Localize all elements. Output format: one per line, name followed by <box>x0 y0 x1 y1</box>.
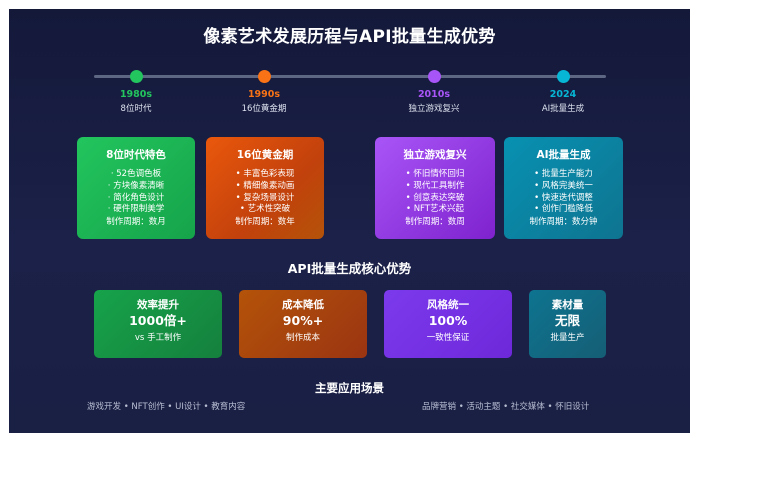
applications-right: 品牌营销 • 活动主题 • 社交媒体 • 怀旧设计 <box>422 402 590 412</box>
applications-title: 主要应用场景 <box>315 381 384 395</box>
era-card-item: • 快速迭代调整 <box>534 192 593 203</box>
era-card-title: 独立游戏复兴 <box>403 149 467 161</box>
advantages-title: API批量生成核心优势 <box>287 261 412 276</box>
era-card-item: • 创意表达突破 <box>405 192 465 203</box>
era-card-item: • 复杂场景设计 <box>235 192 295 203</box>
era-card-item: • 风格完美统一 <box>534 180 593 191</box>
timeline-year: 2010s <box>417 89 451 100</box>
advantage-value: 90%+ <box>282 313 324 328</box>
era-card-indie: 独立游戏复兴 • 怀旧情怀回归 • 现代工具制作 • 创意表达突破 • NFT艺… <box>375 137 495 239</box>
timeline-node-2024 <box>557 70 570 83</box>
advantage-note: 一致性保证 <box>426 333 470 343</box>
advantage-note: 批量生产 <box>550 333 585 343</box>
era-card-item: · 简化角色设计 <box>107 192 165 203</box>
era-card-item: • 创作门槛降低 <box>534 204 593 215</box>
advantage-title: 效率提升 <box>137 299 179 311</box>
timeline-era-name: 16位黄金期 <box>241 104 287 114</box>
era-card-item: • 精细像素动画 <box>235 180 295 191</box>
timeline-line <box>94 75 606 78</box>
era-card-8bit: 8位时代特色 · 52色调色板 · 方块像素清晰 · 简化角色设计 · 硬件限制… <box>77 137 195 239</box>
advantage-note: 制作成本 <box>285 333 320 343</box>
timeline-node-2010s <box>428 70 441 83</box>
timeline-year: 1980s <box>119 89 153 100</box>
era-card-period: 制作周期：数月 <box>106 217 166 228</box>
era-card-item: • 怀旧情怀回归 <box>405 169 465 179</box>
era-card-item: • 艺术性突破 <box>239 204 291 215</box>
era-card-item: · 硬件限制美学 <box>107 204 165 215</box>
applications-left: 游戏开发 • NFT创作 • UI设计 • 教育内容 <box>87 402 246 412</box>
timeline-era-name: 8位时代 <box>120 104 152 114</box>
advantage-card-volume: 素材量 无限 批量生产 <box>529 290 606 358</box>
advantage-title: 风格统一 <box>427 299 469 311</box>
advantage-card-style: 风格统一 100% 一致性保证 <box>384 290 512 358</box>
advantage-value: 100% <box>428 313 468 328</box>
era-card-period: 制作周期：数年 <box>235 217 295 228</box>
era-card-item: • NFT艺术兴起 <box>405 204 464 215</box>
timeline-year: 2024 <box>549 89 577 100</box>
era-card-item: • 丰富色彩表现 <box>235 169 295 179</box>
timeline-node-1990s <box>258 70 271 83</box>
era-card-item: · 52色调色板 <box>110 169 162 179</box>
advantage-value: 1000倍+ <box>129 313 187 328</box>
era-card-title: 16位黄金期 <box>236 149 294 161</box>
advantage-card-cost: 成本降低 90%+ 制作成本 <box>239 290 367 358</box>
era-card-title: AI批量生成 <box>536 149 591 161</box>
advantage-title: 素材量 <box>551 299 584 311</box>
advantage-value: 无限 <box>554 313 580 328</box>
timeline-node-1980s <box>130 70 143 83</box>
page-title: 像素艺术发展历程与API批量生成优势 <box>203 27 496 47</box>
advantage-note: vs 手工制作 <box>134 333 182 343</box>
era-card-16bit: 16位黄金期 • 丰富色彩表现 • 精细像素动画 • 复杂场景设计 • 艺术性突… <box>206 137 324 239</box>
era-card-period: 制作周期：数分钟 <box>529 217 598 228</box>
era-card-item: · 方块像素清晰 <box>107 180 165 191</box>
infographic-canvas: 像素艺术发展历程与API批量生成优势 1980s 8位时代 1990s 16位黄… <box>9 9 690 433</box>
advantage-title: 成本降低 <box>282 299 324 311</box>
era-card-item: • 现代工具制作 <box>405 180 465 191</box>
timeline-era-name: 独立游戏复兴 <box>408 104 460 114</box>
era-card-period: 制作周期：数周 <box>405 217 465 228</box>
era-card-title: 8位时代特色 <box>106 149 166 161</box>
advantage-card-efficiency: 效率提升 1000倍+ vs 手工制作 <box>94 290 222 358</box>
era-card-ai: AI批量生成 • 批量生产能力 • 风格完美统一 • 快速迭代调整 • 创作门槛… <box>504 137 623 239</box>
timeline-era-name: AI批量生成 <box>541 104 585 114</box>
era-card-item: • 批量生产能力 <box>534 169 593 179</box>
timeline-year: 1990s <box>247 89 281 100</box>
